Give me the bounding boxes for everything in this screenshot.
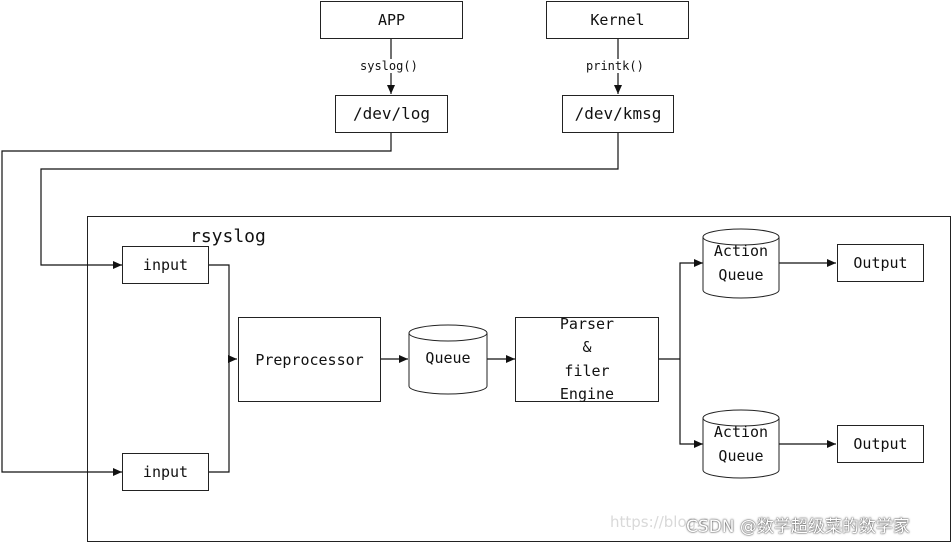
parser-line-1: Parser <box>559 314 615 333</box>
parser-line-3: filer <box>564 361 610 380</box>
rsyslog-container <box>87 216 951 542</box>
printk-call-label: printk() <box>584 59 646 73</box>
input-bottom-box: input <box>122 453 209 491</box>
action-queue-bottom-line-2: Queue <box>718 447 764 465</box>
queue-cylinder <box>408 324 488 395</box>
edge-devkmsg-input-top <box>40 133 619 269</box>
input-top-label: input <box>142 256 189 274</box>
output-top-box: Output <box>837 244 924 282</box>
watermark-url: https://blog.c <box>610 513 710 531</box>
edge-devlog-input-bottom <box>1 133 392 476</box>
edge-parser-action-top <box>679 259 703 359</box>
preprocessor-box: Preprocessor <box>238 317 381 402</box>
output-top-label: Output <box>853 254 908 272</box>
action-queue-top-line-1: Action <box>713 242 769 260</box>
action-queue-top-cylinder <box>702 228 780 299</box>
output-bottom-label: Output <box>853 435 908 453</box>
parser-line-2: & <box>582 338 592 356</box>
syslog-call-label: syslog() <box>358 59 420 73</box>
output-bottom-box: Output <box>837 425 924 463</box>
watermark-text: CSDN @数学超级菜的数学家 <box>686 517 910 537</box>
preprocessor-label: Preprocessor <box>255 350 364 369</box>
input-bottom-label: input <box>142 463 189 481</box>
dev-kmsg-box: /dev/kmsg <box>562 95 674 133</box>
action-queue-top-line-2: Queue <box>718 266 764 284</box>
action-queue-bottom-text: Action Queue <box>703 420 779 468</box>
input-top-box: input <box>122 246 209 284</box>
action-queue-bottom-cylinder <box>702 409 780 479</box>
parser-line-4: Engine <box>559 385 615 403</box>
dev-kmsg-label: /dev/kmsg <box>574 104 662 123</box>
edge-parser-action-bottom <box>679 359 703 448</box>
dev-log-box: /dev/log <box>335 95 448 133</box>
app-box: APP <box>320 1 463 39</box>
action-queue-top-text: Action Queue <box>703 239 779 287</box>
queue-label-wrap: Queue <box>409 346 487 370</box>
rsyslog-title: rsyslog <box>190 226 266 247</box>
kernel-box: Kernel <box>546 1 689 39</box>
dev-log-label: /dev/log <box>352 104 431 123</box>
action-queue-bottom-line-1: Action <box>713 423 769 441</box>
kernel-label: Kernel <box>590 11 645 29</box>
app-label: APP <box>377 11 406 29</box>
parser-engine-box: Parser & filer Engine <box>515 315 659 403</box>
edge-input-top-merge <box>209 264 230 473</box>
queue-label: Queue <box>425 349 471 367</box>
